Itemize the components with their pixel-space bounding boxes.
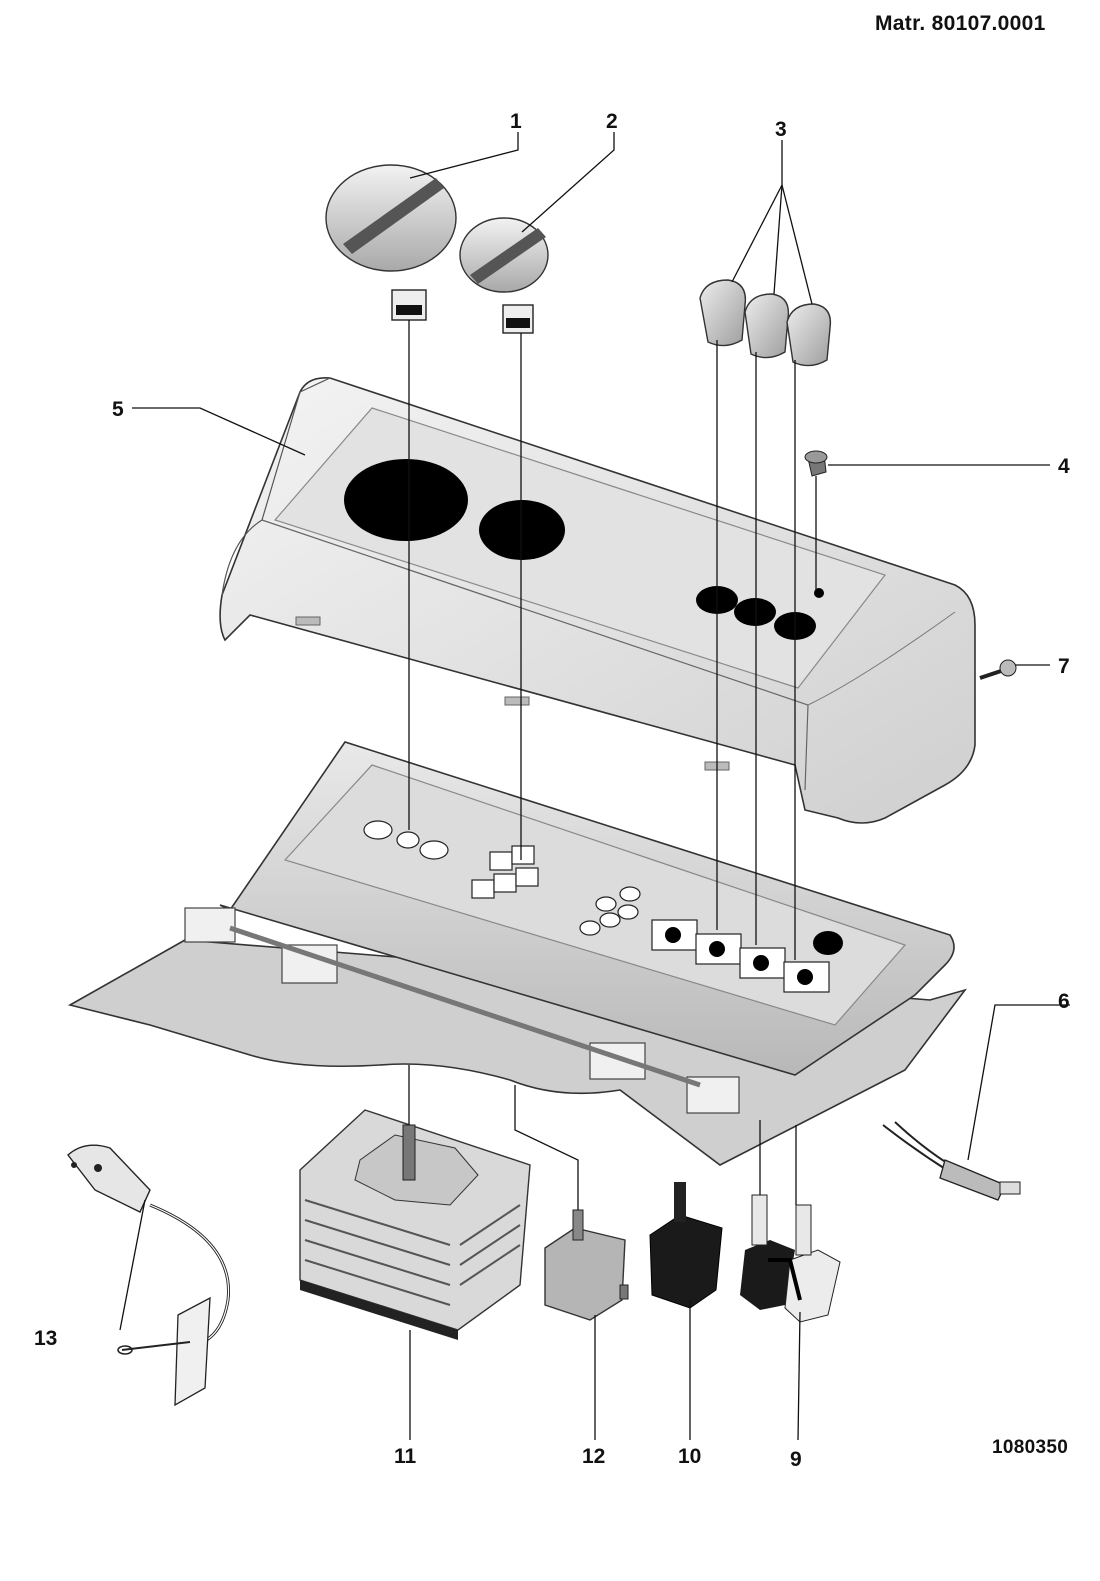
thermostat-part-12	[544, 1209, 629, 1321]
power-cord-part-13	[67, 1144, 231, 1407]
leader-lines	[119, 132, 1070, 1441]
callout-9: 9	[790, 1448, 802, 1471]
material-number: Matr. 80107.0001	[875, 12, 1046, 35]
drawing-number: 1080350	[992, 1437, 1069, 1458]
callout-6: 6	[1058, 990, 1070, 1013]
callout-5: 5	[112, 398, 124, 421]
button-switches-part-9	[740, 1194, 841, 1323]
top-cover-part-5	[219, 376, 976, 824]
callout-11: 11	[394, 1445, 417, 1468]
push-buttons-part-3	[699, 279, 832, 367]
callout-2: 2	[606, 110, 618, 133]
small-knob-part-2	[459, 217, 549, 334]
callout-10: 10	[678, 1445, 701, 1468]
callout-1: 1	[510, 110, 522, 133]
knob-hole-small	[479, 500, 565, 560]
knob-hole-large	[344, 459, 468, 541]
callout-4: 4	[1058, 455, 1070, 478]
callout-labels: 1 2 3 5 4 7 6 13 11 12 10 9	[34, 110, 1070, 1471]
timer-part-11	[299, 1109, 531, 1340]
callout-12: 12	[582, 1445, 605, 1468]
callout-7: 7	[1058, 655, 1070, 678]
rotary-switch-part-10	[649, 1182, 723, 1309]
cap-part-4	[804, 450, 828, 477]
base-panel	[67, 741, 968, 1166]
lamp-part-6	[882, 1121, 1021, 1201]
callout-13: 13	[34, 1327, 57, 1350]
large-knob-part-1	[325, 164, 457, 321]
callout-3: 3	[775, 118, 787, 141]
screw-part-7	[979, 659, 1017, 680]
